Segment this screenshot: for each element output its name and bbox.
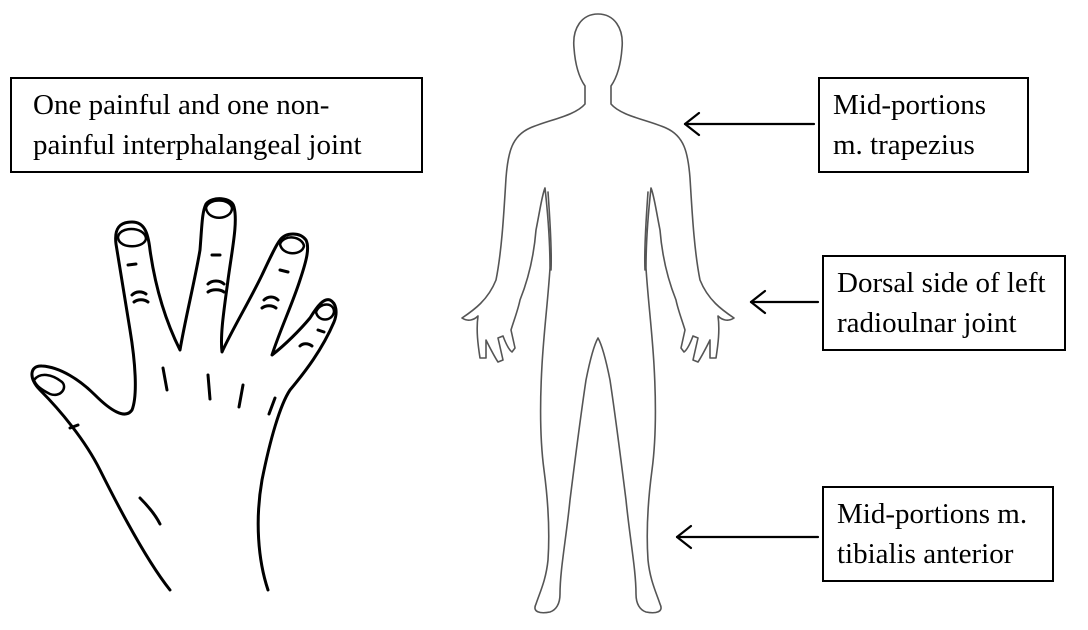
label-tibialis: Mid-portions m. tibialis anterior bbox=[822, 486, 1054, 582]
body-outline bbox=[462, 14, 734, 613]
label-radioulnar-line2: radioulnar joint bbox=[837, 303, 1052, 343]
thumb-nail bbox=[34, 375, 64, 395]
label-trapezius-line1: Mid-portions bbox=[833, 85, 1015, 125]
hand-outline bbox=[32, 199, 336, 590]
middle-nail bbox=[206, 201, 232, 218]
arrow-radioulnar bbox=[751, 291, 818, 313]
label-hand-joints: One painful and one non- painful interph… bbox=[10, 77, 423, 173]
label-trapezius-line2: m. trapezius bbox=[833, 125, 1015, 165]
little-nail bbox=[316, 305, 334, 320]
label-hand-line1: One painful and one non- bbox=[33, 85, 409, 125]
body-silhouette bbox=[462, 14, 734, 613]
label-tibialis-line2: tibialis anterior bbox=[837, 534, 1040, 574]
ring-nail bbox=[280, 237, 304, 253]
index-nail bbox=[118, 229, 146, 246]
arrow-tibialis bbox=[677, 526, 818, 548]
label-radioulnar: Dorsal side of left radioulnar joint bbox=[822, 255, 1066, 351]
label-radioulnar-line1: Dorsal side of left bbox=[837, 263, 1052, 303]
palm-lines bbox=[70, 368, 275, 524]
arrows bbox=[677, 113, 818, 548]
label-hand-line2: painful interphalangeal joint bbox=[33, 125, 409, 165]
label-trapezius: Mid-portions m. trapezius bbox=[818, 77, 1029, 173]
hand-drawing bbox=[32, 199, 336, 590]
label-tibialis-line1: Mid-portions m. bbox=[837, 494, 1040, 534]
arrow-trapezius bbox=[685, 113, 814, 135]
